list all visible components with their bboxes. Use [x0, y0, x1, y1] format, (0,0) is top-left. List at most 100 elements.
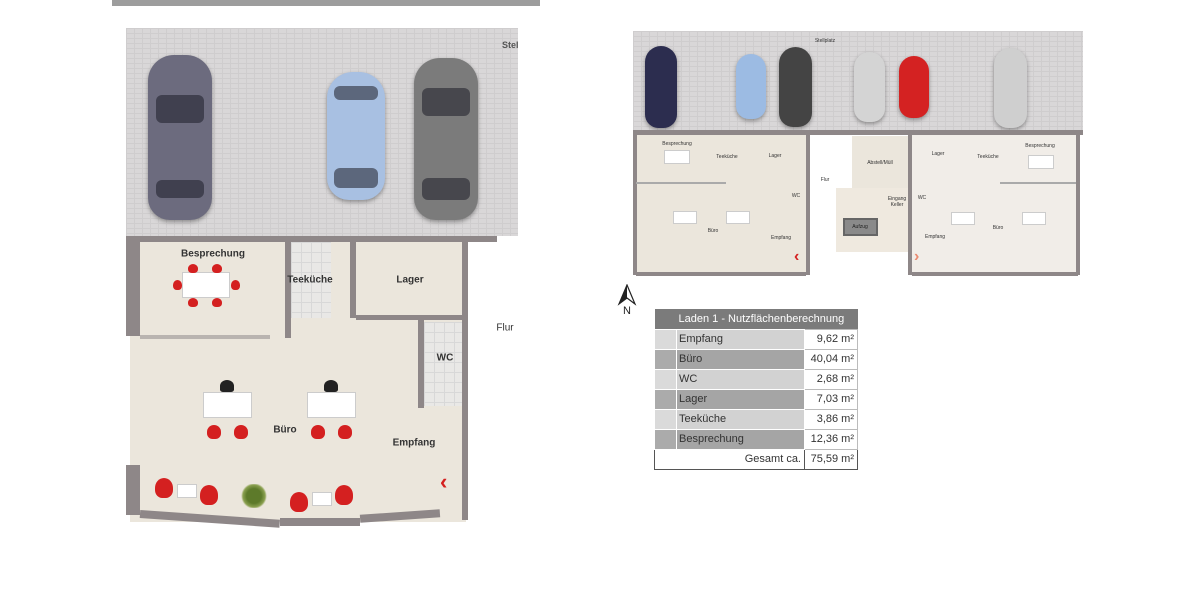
chair: [231, 280, 240, 290]
wall: [126, 465, 140, 515]
chair: [212, 298, 222, 307]
desk: [726, 211, 750, 224]
car: [645, 46, 677, 128]
wall: [1000, 182, 1076, 184]
chair: [173, 280, 182, 290]
armchair: [335, 485, 353, 505]
car: [854, 52, 885, 122]
room-label-buero: Büro: [273, 424, 297, 436]
chair: [207, 425, 221, 439]
north-label: N: [623, 305, 631, 317]
flur-area: [470, 240, 518, 530]
meeting-table: [664, 150, 690, 164]
row-value: 2,68 m²: [804, 368, 858, 390]
label-teekueche: Teeküche: [716, 154, 738, 160]
area-table-title: Laden 1 - Nutzflächenberechnung: [654, 309, 858, 329]
car: [994, 48, 1027, 128]
elevator: [843, 218, 878, 236]
label-wc: WC: [791, 193, 801, 199]
row-value: 7,03 m²: [804, 388, 858, 410]
chair: [212, 264, 222, 273]
armchair: [290, 492, 308, 512]
wall: [356, 315, 466, 320]
row-name: Büro: [676, 348, 805, 370]
car: [736, 54, 766, 119]
car: [779, 47, 812, 127]
desk: [673, 211, 697, 224]
meeting-table: [182, 272, 230, 298]
chair: [311, 425, 325, 439]
label-teekueche: Teeküche: [977, 154, 999, 160]
row-name: Teeküche: [676, 408, 805, 430]
side-table: [177, 484, 197, 498]
total-row: Gesamt ca.75,59 m²: [654, 448, 858, 470]
parking-label: Stel: [502, 40, 519, 50]
detail-floor-plan: Stel ‹ Besprechung Teeküche Lager Flur W…: [0, 0, 560, 560]
overview-floor-plan: Stellplatz ‹ › Besprechung Teeküche Lage…: [633, 31, 1083, 276]
wall: [126, 236, 140, 336]
wall: [636, 182, 726, 184]
wall: [418, 320, 424, 408]
row-value: 9,62 m²: [804, 328, 858, 350]
label-empfang: Empfang: [924, 234, 946, 240]
room-label-teekueche: Teeküche: [287, 274, 333, 286]
desk: [203, 392, 252, 418]
desk: [951, 212, 975, 225]
row-name: Lager: [676, 388, 805, 410]
room-label-empfang: Empfang: [392, 437, 436, 449]
chair: [188, 264, 198, 273]
wall: [636, 272, 806, 276]
abstell-room: [852, 136, 908, 188]
label-buero: Büro: [992, 225, 1004, 231]
wall: [633, 135, 637, 275]
row-name: WC: [676, 368, 805, 390]
wall: [1076, 135, 1080, 275]
chair: [338, 425, 352, 439]
label-eingang-keller: Eingang Keller: [887, 196, 907, 208]
wall: [140, 335, 270, 339]
row-value: 12,36 m²: [804, 428, 858, 450]
wall: [912, 272, 1078, 276]
wall: [633, 130, 1083, 135]
row-name: Empfang: [676, 328, 805, 350]
wall: [462, 242, 468, 520]
armchair: [155, 478, 173, 498]
car: [148, 55, 212, 220]
label-besprechung: Besprechung: [1025, 143, 1055, 149]
chair: [234, 425, 248, 439]
header-bar: [112, 0, 540, 6]
room-label-flur: Flur: [496, 322, 514, 334]
row-value: 40,04 m²: [804, 348, 858, 370]
wall: [908, 135, 912, 275]
wc-floor: [424, 322, 462, 406]
teekueche-floor: [291, 242, 331, 318]
meeting-table: [1028, 155, 1054, 169]
entrance-arrow-icon: ‹: [794, 248, 800, 265]
label-buero: Büro: [707, 228, 719, 234]
parking-label: Stellplatz: [814, 38, 836, 44]
total-value: 75,59 m²: [804, 448, 858, 470]
label-lager: Lager: [931, 151, 945, 157]
wall: [350, 242, 356, 318]
office-chair: [220, 380, 234, 392]
row-name: Besprechung: [676, 428, 805, 450]
car: [327, 72, 385, 200]
label-flur: Flur: [820, 177, 830, 183]
room-label-lager: Lager: [396, 274, 424, 286]
room-label-wc: WC: [436, 352, 454, 364]
wall: [806, 135, 810, 275]
label-lager: Lager: [768, 153, 782, 159]
car: [899, 56, 929, 118]
entrance-arrow-icon: ‹: [440, 469, 448, 494]
desk: [307, 392, 356, 418]
side-table: [312, 492, 332, 506]
office-chair: [324, 380, 338, 392]
wall: [280, 518, 360, 526]
